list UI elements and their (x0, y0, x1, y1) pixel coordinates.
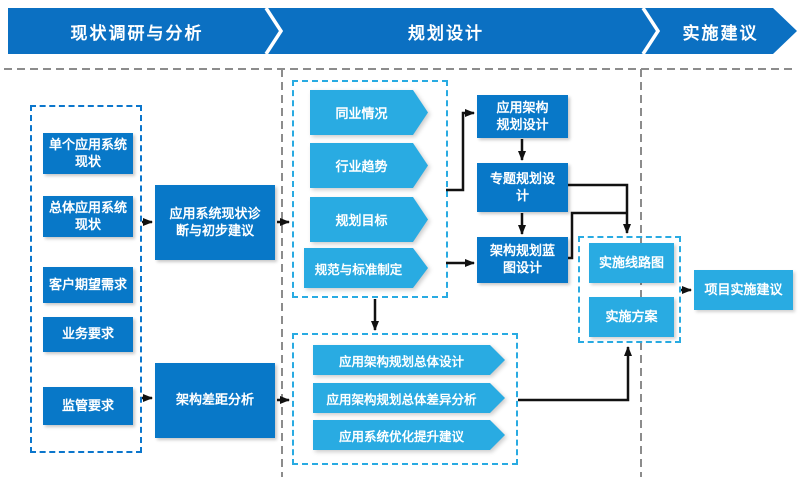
research-planning-goals: 规划目标 (310, 197, 428, 242)
summary-gap-analysis-label: 应用架构规划总体差异分析 (313, 383, 505, 413)
summary-group (292, 333, 518, 465)
design-app-architecture-box: 应用架构 规划设计 (477, 95, 568, 138)
research-planning-goals-label: 规划目标 (310, 197, 428, 242)
design-special-topic-box: 专题规划设 计 (477, 163, 568, 212)
input-overall-app-status: 总体应用系统 现状 (43, 196, 133, 237)
summary-gap-analysis: 应用架构规划总体差异分析 (313, 383, 505, 413)
research-industry-trends: 行业趋势 (310, 143, 428, 188)
design-blueprint-box: 架构规划蓝 图设计 (477, 237, 568, 283)
research-industry-trends-label: 行业趋势 (310, 143, 428, 188)
diagnosis-box: 应用系统现状诊 断与初步建议 (155, 185, 275, 260)
research-peer-situation-label: 同业情况 (310, 90, 428, 135)
deliverable-plan-box: 实施方案 (589, 297, 674, 337)
summary-optimization: 应用系统优化提升建议 (313, 420, 505, 450)
summary-optimization-label: 应用系统优化提升建议 (313, 420, 505, 450)
input-regulatory-requirements: 监管要求 (43, 387, 133, 425)
proposal-box: 项目实施建议 (694, 270, 793, 310)
summary-overall-design: 应用架构规划总体设计 (313, 345, 505, 375)
research-standards: 规范与标准制定 (304, 248, 428, 288)
summary-overall-design-label: 应用架构规划总体设计 (313, 345, 505, 375)
deliverables-group (578, 236, 681, 343)
deliverable-roadmap-box: 实施线路图 (589, 243, 674, 283)
research-standards-label: 规范与标准制定 (304, 248, 428, 288)
gap-analysis-box: 架构差距分析 (155, 363, 275, 438)
input-customer-expectations: 客户期望需求 (43, 267, 133, 303)
input-business-requirements: 业务要求 (43, 317, 133, 352)
input-single-app-status: 单个应用系统 现状 (43, 133, 133, 174)
current-state-group (30, 105, 142, 453)
research-peer-situation: 同业情况 (310, 90, 428, 135)
